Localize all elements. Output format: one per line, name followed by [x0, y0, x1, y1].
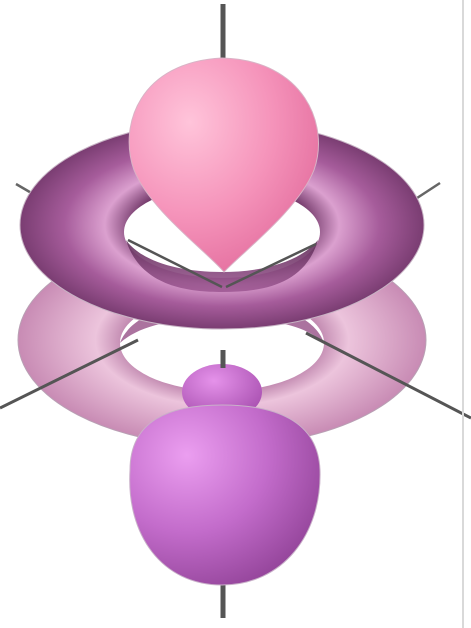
- y-axis-back-right: [414, 183, 440, 200]
- lower-lobe: [130, 405, 320, 585]
- frame-edge: [462, 0, 464, 628]
